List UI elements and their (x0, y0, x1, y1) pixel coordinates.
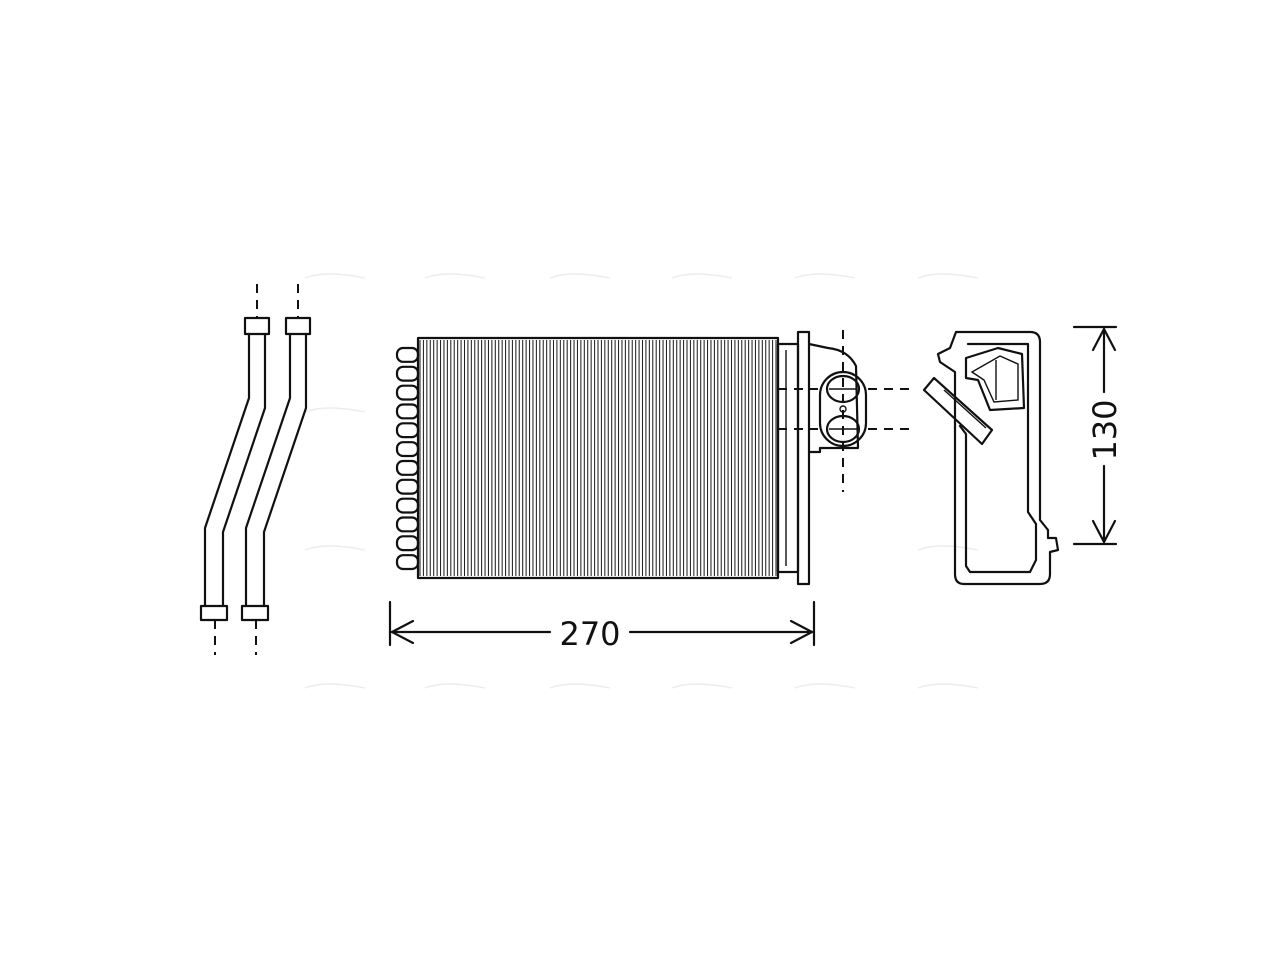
core-fins (419, 340, 777, 576)
core-header-plate (796, 330, 811, 586)
connecting-pipes (199, 284, 312, 655)
core-tank-tooth (395, 365, 420, 382)
watermark-row-top (304, 273, 979, 279)
width-arrow-right (789, 619, 814, 645)
heater-core (395, 330, 915, 586)
core-right-header (776, 342, 800, 574)
core-tank-tooth (395, 516, 420, 533)
core-tank-tooth (395, 554, 420, 571)
height-dimension: 130 (1072, 325, 1124, 546)
core-tank-tooth (395, 459, 420, 476)
watermark-row-bottom (304, 683, 979, 689)
height-dimension-label: 130 (1086, 399, 1124, 460)
end-tank-inlet-chamber (964, 346, 1026, 412)
pipe-left (199, 316, 271, 622)
core-outlet-manifold (807, 342, 860, 454)
watermark-row-middle (304, 407, 979, 551)
end-tank-inner-outline (958, 342, 1038, 574)
height-arrow-top (1091, 327, 1117, 352)
pipe-right (240, 316, 312, 622)
end-tank-spigot (922, 376, 994, 446)
side-end-tank (922, 330, 1060, 586)
core-tank-tooth (395, 384, 420, 401)
height-arrow-bottom (1091, 519, 1117, 544)
core-tank-tooth (395, 497, 420, 514)
core-tank-tooth (395, 535, 420, 552)
core-tank-tooth (395, 422, 420, 439)
core-left-tank-teeth (395, 346, 420, 571)
core-tank-tooth (395, 403, 420, 420)
core-tank-tooth (395, 478, 420, 495)
width-dimension: 270 (388, 600, 816, 653)
width-dimension-label: 270 (559, 615, 620, 653)
end-tank-outline (936, 330, 1060, 586)
core-tank-tooth (395, 346, 420, 363)
core-tank-tooth (395, 441, 420, 458)
watermark-pattern (304, 273, 979, 689)
width-arrow-left (390, 619, 415, 645)
